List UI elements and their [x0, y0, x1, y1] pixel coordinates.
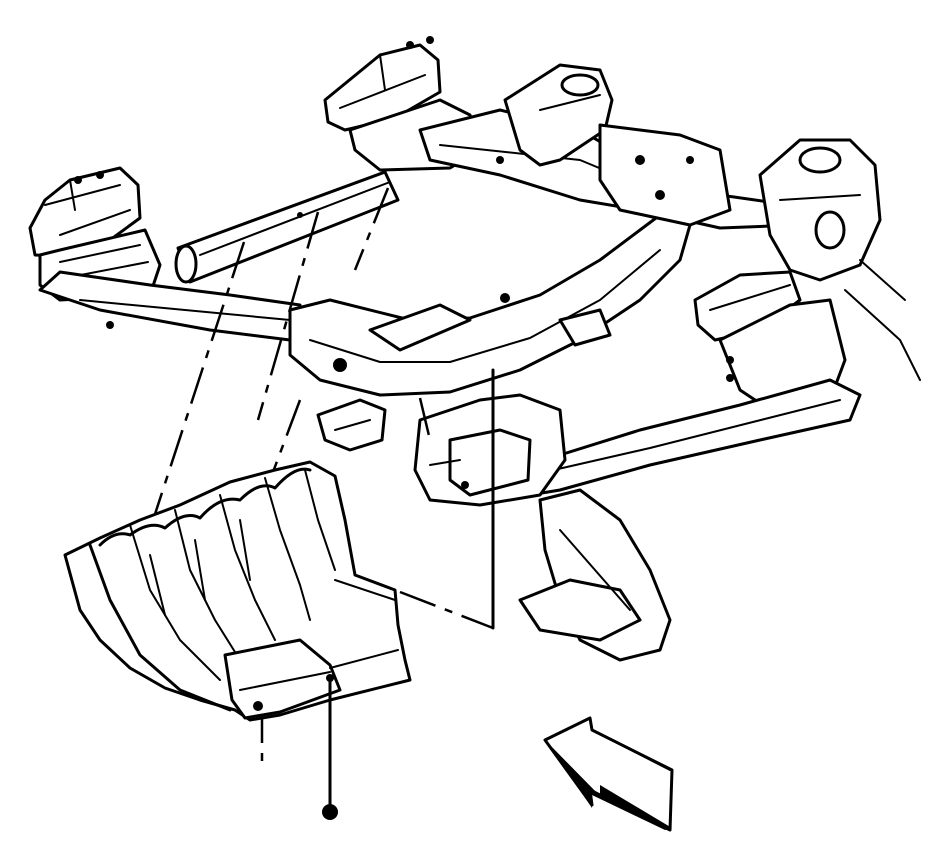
spring-housing [758, 138, 882, 282]
lower-control-arm [518, 488, 672, 662]
bolt [322, 678, 338, 820]
vehicle-frame [28, 36, 921, 662]
central-crossmember [288, 213, 692, 397]
skid-plate [63, 460, 412, 722]
arrow-icon [543, 716, 674, 832]
right-mount-arm [693, 270, 847, 412]
front-cross-tube [174, 170, 400, 284]
direction-arrow [543, 716, 674, 832]
left-side-rail [38, 270, 302, 342]
bolt-icon [322, 804, 338, 820]
left-lower-bracket [316, 398, 387, 452]
alignment-lines [138, 187, 494, 765]
center-mount-block [413, 393, 567, 507]
rear-plate [598, 123, 732, 227]
